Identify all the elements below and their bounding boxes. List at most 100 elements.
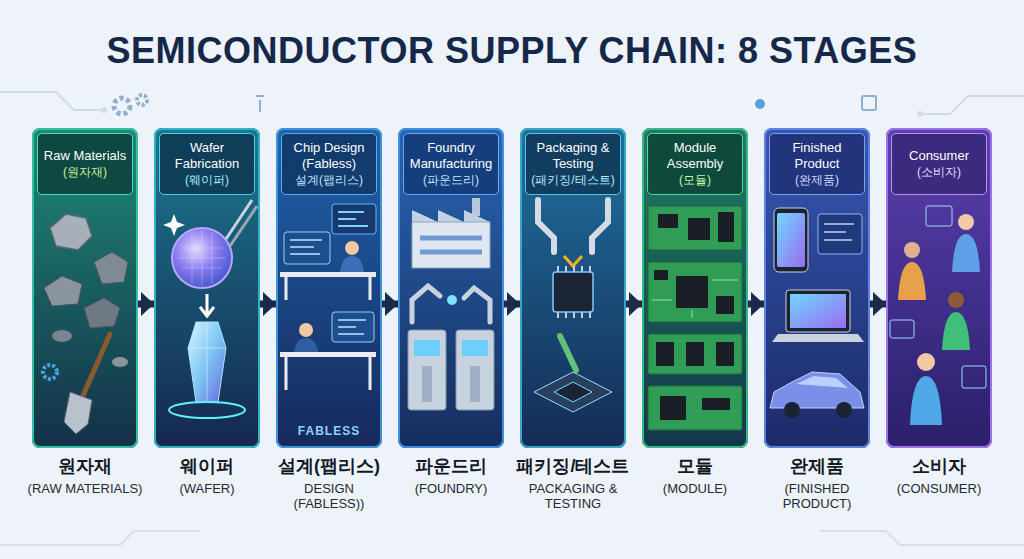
person-head	[904, 242, 920, 258]
panel-ground	[520, 128, 626, 448]
glow-dot	[755, 99, 765, 109]
panel-foot-label-area: 완제품 (FINISHED PRODUCT)	[757, 456, 877, 512]
memory-chip	[686, 342, 704, 366]
car-body	[770, 372, 864, 408]
packaging-art	[534, 200, 612, 412]
pcb-board	[648, 386, 742, 430]
code-lines	[338, 212, 368, 226]
fab-machine	[456, 330, 494, 410]
circuit-trace	[0, 531, 200, 545]
panel-ground	[886, 128, 992, 448]
desk	[280, 352, 376, 357]
stage-header: Module Assembly (모듈)	[647, 133, 743, 195]
stage-title-ko: (원자재)	[40, 165, 130, 180]
circuit-trace	[920, 96, 1024, 114]
designer-head	[299, 323, 313, 337]
rock	[50, 214, 92, 250]
stage-label-ko: 완제품	[757, 456, 877, 478]
circuit-dot	[917, 111, 923, 117]
stage-label-en: (FINISHED PRODUCT)	[757, 481, 877, 512]
rock	[44, 276, 82, 306]
stage-title-ko: 설계(팹리스)	[284, 173, 374, 188]
inner-caption: FABLESS	[278, 424, 380, 438]
stage-label-ko: 웨이퍼	[147, 456, 267, 478]
tweezers	[230, 206, 257, 246]
tablet	[818, 214, 862, 254]
panel-foot-label-area: 소비자(CONSUMER)	[879, 456, 999, 496]
stage-label-en: (MODULE)	[635, 481, 755, 497]
laptop-base	[772, 334, 864, 342]
processor-chip	[676, 276, 708, 308]
stage-label-en: DESIGN (FABLESS))	[269, 481, 389, 512]
panel-foot-label-area: 모듈(MODULE)	[635, 456, 755, 496]
stage-title-en: Packaging & Testing	[528, 140, 618, 171]
desk-legs	[286, 357, 370, 390]
flow-arrow	[382, 301, 398, 308]
fab-machine	[408, 330, 446, 410]
gear-icon	[114, 98, 130, 114]
stage-panel: Consumer(소비자)소비자(CONSUMER)	[886, 128, 992, 448]
glow-dot	[447, 295, 457, 305]
person-head	[917, 353, 935, 371]
flow-arrow	[138, 301, 154, 308]
stage-title-ko: (웨이퍼)	[162, 173, 252, 188]
desk-legs	[286, 277, 370, 300]
machine-screen	[462, 340, 488, 356]
person-head	[948, 292, 964, 308]
phone-screen	[777, 213, 805, 267]
rock	[84, 298, 120, 328]
stage-label-ko: 설계(팹리스)	[269, 456, 389, 478]
robot-arm	[464, 288, 490, 322]
stage-title-ko: (패키징/테스트)	[528, 173, 618, 188]
gear-icon	[43, 365, 57, 379]
machine-screen	[414, 340, 440, 356]
wafer-grid	[178, 230, 226, 286]
panel-inner-caption-area: FABLESS	[278, 424, 380, 438]
ingot-facet	[188, 322, 226, 402]
title-area: SEMICONDUCTOR SUPPLY CHAIN: 8 STAGES	[0, 30, 1024, 72]
chimney	[472, 198, 480, 216]
stage-label-en: (WAFER)	[147, 481, 267, 497]
down-arrow	[200, 294, 214, 316]
module-art	[648, 206, 742, 430]
stage-header: Foundry Manufacturing (파운드리)	[403, 133, 499, 195]
stage-label-ko: 파운드리	[391, 456, 511, 478]
laptop	[786, 290, 850, 332]
memory-chip	[716, 296, 734, 314]
factory-building	[412, 222, 490, 268]
code-lines	[338, 320, 366, 334]
stage-title-en: Foundry Manufacturing	[406, 140, 496, 171]
stage-title-en: Module Assembly	[650, 140, 740, 171]
memory-chip	[656, 342, 674, 366]
stage-title-ko: (완제품)	[772, 173, 862, 188]
memory-chip	[718, 212, 734, 242]
designer-body	[340, 256, 364, 272]
person-body	[898, 262, 926, 300]
panel-foot-label-area: 패키징/테스트PACKAGING & TESTING	[513, 456, 633, 512]
stage-title-ko: (모듈)	[650, 173, 740, 188]
diagram-title: SEMICONDUCTOR SUPPLY CHAIN: 8 STAGES	[107, 30, 918, 72]
wafer-art	[163, 200, 257, 418]
flow-arrow	[870, 301, 886, 308]
gear-icon	[137, 95, 147, 105]
panel-ground	[764, 128, 870, 448]
machine-part	[422, 366, 432, 402]
stage-title-ko: (소비자)	[894, 165, 984, 180]
panel-foot-label-area: 설계(팹리스) DESIGN (FABLESS))	[269, 456, 389, 512]
stage-panel: Module Assembly(모듈)모듈(MODULE)	[642, 128, 748, 448]
car-wheel	[784, 402, 800, 418]
laptop-screen	[790, 294, 846, 328]
stage-title-en: Raw Materials	[40, 148, 130, 164]
circuit-trace	[0, 92, 104, 110]
smartphone	[774, 208, 808, 272]
memory-chip	[658, 214, 678, 228]
stage-header: Finished Product(완제품)	[769, 133, 865, 195]
wafer-disc	[172, 228, 232, 288]
circuit-trace	[820, 531, 1024, 545]
code-lines	[290, 240, 322, 254]
stage-title-ko: (파운드리)	[406, 173, 496, 188]
shovel-handle	[82, 334, 110, 398]
rock	[112, 357, 128, 367]
robot-arm	[538, 200, 554, 252]
memory-chip	[702, 398, 730, 410]
